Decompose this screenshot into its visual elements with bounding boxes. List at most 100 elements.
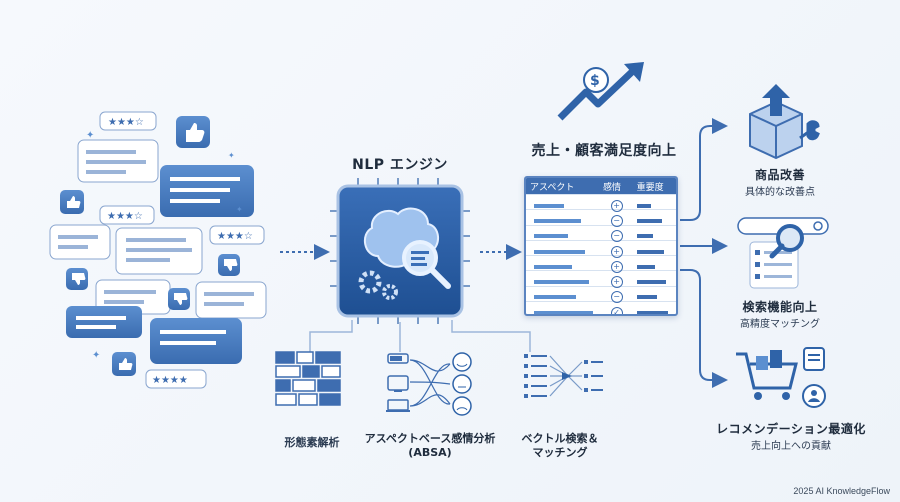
growth-arrow-icon: $ [557,62,644,121]
table-row: − [526,208,676,227]
absa-icon [386,352,472,416]
shopping-cart-icon [736,347,826,408]
rating-bubble: ★★★☆ [209,225,265,245]
absa-label-line2: (ABSA) [408,446,452,459]
thumbs-up-icon [176,116,210,148]
aspect-bar [526,223,602,242]
table-header-sentiment: 感情 [603,182,622,193]
thumbs-down-icon [66,268,88,290]
vector-matching-icon [524,354,603,398]
svg-text:✦: ✦ [86,130,94,141]
search-sub: 高精度マッチング [740,319,820,330]
product-improvement-label: 商品改善 具体的な改善点 [730,166,830,198]
sentiment-indicator: − [610,230,623,243]
table-row: + [526,239,676,258]
importance-bar [631,193,676,212]
review-bubble [66,306,142,338]
neutral-face-icon [452,374,472,394]
review-bubble [195,281,267,319]
search-results-icon [737,217,829,289]
sentiment-indicator: ✓ [610,306,623,314]
aspect-bar [526,208,602,227]
absa-label-line1: アスペクトベース感情分析 [364,432,496,445]
svg-text:✦: ✦ [236,205,243,214]
sentiment-cell: ✓ [602,300,631,314]
thumbs-up-icon [60,190,84,214]
importance-bar [631,239,676,258]
footer-credit: 2025 AI KnowledgeFlow [793,486,890,496]
recommend-label: レコメンデーション最適化 売上向上への貢献 [706,420,876,452]
product-title: 商品改善 [754,168,805,182]
table-row: + [526,193,676,212]
morph-blocks-icon [275,351,341,406]
review-bubble [115,227,203,275]
review-bubble [160,165,254,217]
thumbs-down-icon [218,254,240,276]
sentiment-cell: − [602,208,631,227]
aspect-bar [526,300,602,314]
sentiment-cell: + [602,193,631,212]
sentiment-indicator: − [610,291,623,304]
table-header-importance: 重要度 [636,182,664,193]
importance-bar [631,208,676,227]
svg-text:★★★☆: ★★★☆ [217,231,253,242]
importance-bar [631,269,676,288]
table-header: アスペクト 感情 重要度 [526,178,676,194]
aspect-bar [526,284,602,303]
thumbs-up-icon [112,352,136,376]
aspect-bar [526,269,602,288]
output-branch-arrows [680,118,728,388]
rating-bubble: ★★★☆ [99,205,155,225]
search-improvement-label: 検索機能向上 高精度マッチング [720,298,840,330]
positive-face-icon [452,352,472,372]
review-bubble [150,318,242,364]
nlp-engine-title: NLP エンジン [352,157,448,173]
recommend-sub: 売上向上への貢献 [751,441,831,452]
recommend-title: レコメンデーション最適化 [716,422,866,436]
sentiment-cell: + [602,239,631,258]
importance-bar [631,300,676,314]
svg-text:★★★★: ★★★★ [152,375,188,386]
sentiment-indicator: − [610,214,623,227]
review-bubbles-cluster: ★★★☆ ★★★☆ [49,111,267,389]
sentiment-indicator: + [610,199,623,212]
sparkle-icons: ✦✦ ✦✦ [86,130,243,361]
svg-text:$: $ [590,73,600,89]
table-row: + [526,254,676,273]
thumbs-down-icon [168,288,190,310]
table-header-aspect: アスペクト [530,182,575,193]
sentiment-cell: + [602,254,631,273]
importance-bar [631,254,676,273]
aspect-bar [526,193,602,212]
sentiment-indicator: + [610,245,623,258]
review-bubble [49,224,111,260]
svg-text:★★★☆: ★★★☆ [107,211,143,222]
goal-title: 売上・顧客満足度向上 [531,143,677,159]
aspect-sentiment-table: アスペクト 感情 重要度 +−−+++−✓ [524,176,678,316]
importance-bar [631,284,676,303]
table-row: − [526,223,676,243]
table-body: +−−+++−✓ [526,193,676,314]
rating-bubble: ★★★☆ [99,111,157,131]
product-box-icon [749,84,820,160]
svg-text:★★★☆: ★★★☆ [108,117,144,128]
table-row: ✓ [526,300,676,314]
negative-face-icon [452,396,472,416]
product-sub: 具体的な改善点 [745,187,815,198]
table-row: + [526,269,676,289]
importance-bar [631,223,676,242]
svg-text:✦: ✦ [92,350,100,361]
nlp-chip-icon [330,178,470,324]
vector-label-line2: マッチング [532,446,588,459]
aspect-bar [526,239,602,258]
vector-label-line1: ベクトル検索＆ [521,432,599,445]
aspect-bar [526,254,602,273]
search-title: 検索機能向上 [742,300,818,314]
table-row: − [526,284,676,304]
rating-bubble: ★★★★ [145,369,207,389]
sentiment-cell: + [602,269,631,289]
absa-label: アスペクトベース感情分析 (ABSA) [360,432,500,460]
morph-label: 形態素解析 [284,436,340,449]
sentiment-indicator: + [610,260,623,273]
